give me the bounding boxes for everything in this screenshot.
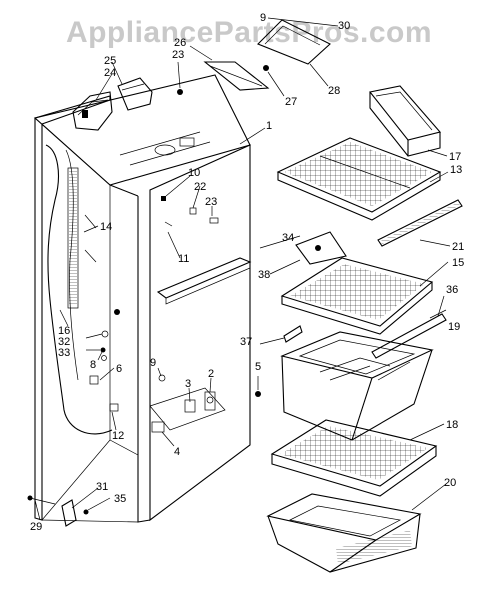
callout-28: 28 xyxy=(328,85,340,97)
crisper-drawer xyxy=(280,331,434,441)
callout-29: 29 xyxy=(30,521,42,533)
callout-1: 1 xyxy=(266,120,272,132)
callout-26: 26 xyxy=(174,37,186,49)
callout-34: 34 xyxy=(282,232,294,244)
callout-24: 24 xyxy=(104,67,116,79)
callout-22: 22 xyxy=(194,181,206,193)
callout-14: 14 xyxy=(100,221,112,233)
wire-shelf-top xyxy=(276,137,442,221)
callout-10: 10 xyxy=(188,167,200,179)
callout-30: 30 xyxy=(338,20,350,32)
callout-31: 31 xyxy=(96,481,108,493)
callout-17: 17 xyxy=(449,151,461,163)
lower-cover xyxy=(270,419,438,497)
callout-labels: 1 2 3 4 5 6 8 9 9 10 11 12 13 14 15 16 1… xyxy=(30,12,464,533)
callout-13: 13 xyxy=(450,164,462,176)
callout-8: 8 xyxy=(90,359,96,371)
callout-5: 5 xyxy=(255,361,261,373)
top-bracket xyxy=(203,19,331,91)
callout-25: 25 xyxy=(104,55,116,67)
callout-38: 38 xyxy=(258,269,270,281)
shelf-trim xyxy=(377,199,463,247)
callout-23-lower: 23 xyxy=(205,196,217,208)
callout-6: 6 xyxy=(116,363,122,375)
callout-27: 27 xyxy=(285,96,297,108)
callout-15: 15 xyxy=(452,257,464,269)
callout-36: 36 xyxy=(446,284,458,296)
callout-16: 16 xyxy=(58,325,70,337)
leader-lines xyxy=(34,17,451,521)
callout-4: 4 xyxy=(174,446,180,458)
callout-37: 37 xyxy=(240,336,252,348)
callout-3: 3 xyxy=(185,378,191,390)
callout-19: 19 xyxy=(448,321,460,333)
callout-23-upper: 23 xyxy=(172,49,184,61)
bottom-drawer xyxy=(266,493,422,573)
callout-20: 20 xyxy=(444,477,456,489)
callout-32: 32 xyxy=(58,336,70,348)
callout-2: 2 xyxy=(208,368,214,380)
control-housing xyxy=(72,77,183,131)
callout-11: 11 xyxy=(178,253,189,265)
lower-hardware xyxy=(27,495,89,527)
site-watermark: AppliancePartsPros.com xyxy=(66,16,432,49)
crisper-rails xyxy=(283,313,447,359)
callout-12: 12 xyxy=(112,430,124,442)
callout-18: 18 xyxy=(446,419,458,431)
shelf-rail xyxy=(156,257,252,305)
callout-9-lower: 9 xyxy=(150,357,156,369)
door-bin-small xyxy=(369,85,442,157)
bracket-plate xyxy=(295,231,347,265)
cabinet-liner xyxy=(33,74,261,523)
callout-21: 21 xyxy=(452,241,464,253)
crisper-cover xyxy=(280,257,434,335)
callout-35: 35 xyxy=(114,493,126,505)
callout-9-upper: 9 xyxy=(260,12,266,24)
callout-33: 33 xyxy=(58,347,70,359)
